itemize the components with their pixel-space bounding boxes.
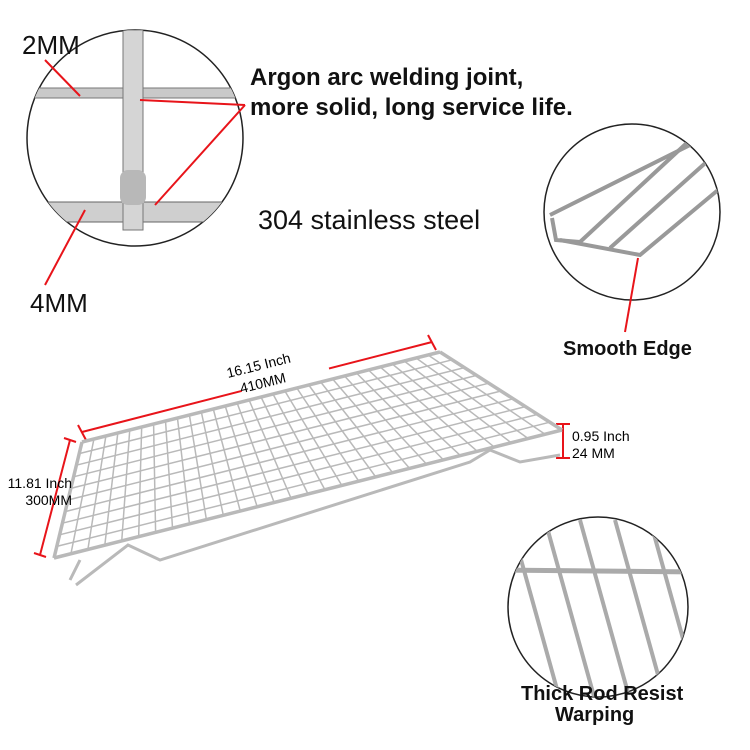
thick-rod-circle <box>507 516 689 698</box>
rack-frame <box>52 441 84 559</box>
rack-wire <box>76 366 465 466</box>
rod-wire <box>543 519 597 697</box>
rack-wire <box>67 390 502 501</box>
rack-frame <box>81 350 441 444</box>
width-inch: 11.81 Inch <box>7 475 72 491</box>
rack-leg <box>68 448 561 587</box>
thick-rod-line2: Warping <box>555 704 635 726</box>
rod-wire <box>648 519 688 697</box>
rack-wire <box>73 374 477 478</box>
width-dimension: 11.81 Inch 300MM <box>0 475 72 509</box>
height-dimension: 0.95 Inch 24 MM <box>572 428 630 462</box>
material-label: 304 stainless steel <box>258 205 481 235</box>
rack-wire <box>59 413 538 536</box>
height-mm: 24 MM <box>572 445 615 461</box>
rod-thick-label: 4MM <box>30 288 88 318</box>
rod-wire <box>683 519 688 697</box>
rack-wire <box>65 398 514 513</box>
cooling-rack <box>52 350 563 587</box>
rack-wire <box>62 405 526 524</box>
weld-detail-circle <box>26 29 244 247</box>
rack-wire <box>56 421 550 548</box>
rack-wire <box>70 382 489 490</box>
rod-thin-label: 2MM <box>22 30 80 60</box>
rod-wire <box>508 567 688 575</box>
smooth-edge-circle <box>543 123 721 301</box>
rack-wire <box>79 359 453 455</box>
rod-wire <box>578 519 632 697</box>
rack-frame <box>439 350 563 432</box>
smooth-edge-label: Smooth Edge <box>563 338 692 360</box>
width-mm: 300MM <box>25 492 72 508</box>
welding-line2: more solid, long service life. <box>250 94 573 121</box>
welding-line1: Argon arc welding joint, <box>250 64 524 91</box>
height-inch: 0.95 Inch <box>572 428 630 444</box>
thick-rod-line1: Thick Rod Resist <box>521 683 684 705</box>
rod-wire <box>613 519 667 697</box>
rack-frame <box>53 428 563 560</box>
